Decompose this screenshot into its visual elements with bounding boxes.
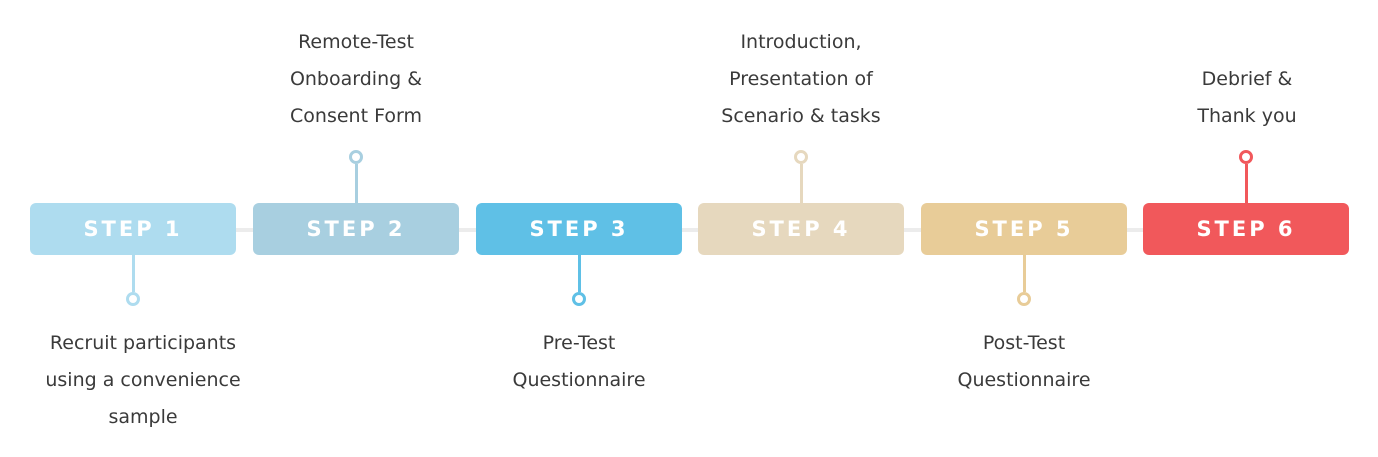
- step-5-annotation: Post-Test Questionnaire: [957, 332, 1091, 391]
- step-5-label: STEP 5: [974, 217, 1074, 241]
- step-4-box: STEP 4: [698, 203, 904, 255]
- step-3-annotation: Pre-Test Questionnaire: [512, 332, 646, 391]
- step-1-connector: [132, 255, 135, 292]
- step-2-label: STEP 2: [306, 217, 406, 241]
- step-1-label: STEP 1: [83, 217, 183, 241]
- step-6-label: STEP 6: [1196, 217, 1296, 241]
- step-3-connector: [578, 255, 581, 292]
- timeline-baseline: [30, 228, 1348, 232]
- step-4-connector: [800, 164, 803, 203]
- step-1-annotation: Recruit participants using a convenience…: [45, 332, 241, 428]
- step-2-connector: [355, 164, 358, 203]
- step-4-annotation: Introduction, Presentation of Scenario &…: [721, 31, 881, 127]
- step-1-dot: [126, 292, 140, 306]
- step-4-label: STEP 4: [751, 217, 851, 241]
- step-5-dot: [1017, 292, 1031, 306]
- step-2-box: STEP 2: [253, 203, 459, 255]
- step-2-annotation: Remote-Test Onboarding & Consent Form: [289, 31, 423, 127]
- step-3-box: STEP 3: [476, 203, 682, 255]
- step-6-box: STEP 6: [1143, 203, 1349, 255]
- step-4-dot: [794, 150, 808, 164]
- step-5-connector: [1023, 255, 1026, 292]
- step-6-dot: [1239, 150, 1253, 164]
- step-6-annotation: Debrief & Thank you: [1197, 68, 1297, 127]
- step-6-connector: [1245, 164, 1248, 203]
- step-5-box: STEP 5: [921, 203, 1127, 255]
- step-1-box: STEP 1: [30, 203, 236, 255]
- step-2-dot: [349, 150, 363, 164]
- step-3-label: STEP 3: [529, 217, 629, 241]
- step-3-dot: [572, 292, 586, 306]
